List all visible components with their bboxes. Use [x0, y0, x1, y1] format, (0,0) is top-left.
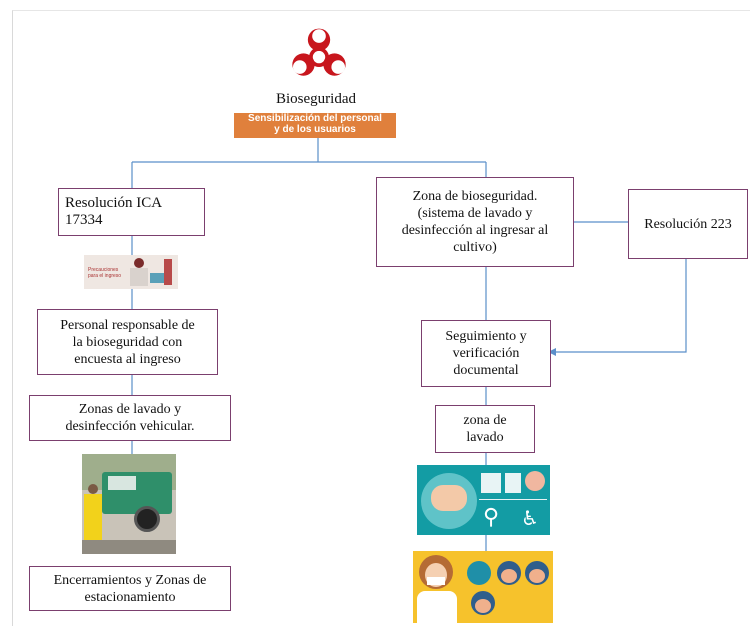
towel-icon	[505, 473, 521, 493]
worker-raincoat	[84, 494, 102, 540]
worker-head	[88, 484, 98, 494]
doctor-illustration	[413, 551, 553, 623]
wheelchair-icon: ♿	[521, 506, 539, 530]
hands-item	[150, 273, 164, 283]
face-dot	[475, 599, 491, 613]
person-body	[130, 268, 148, 286]
face-dot	[501, 569, 517, 583]
dispenser-icon	[481, 473, 501, 493]
virus-circle-icon	[467, 561, 491, 585]
face-dot	[529, 569, 545, 583]
thumbnail-caption: Precauciones para el ingreso	[88, 267, 122, 279]
diagram-frame	[12, 10, 750, 626]
person-head	[134, 258, 144, 268]
curtain-item	[164, 259, 172, 285]
doctor-coat	[417, 591, 457, 623]
resolucion-223-box: Resolución 223	[628, 189, 748, 259]
truck-wash-photo	[82, 454, 176, 554]
doctor-mask	[427, 577, 445, 585]
resolucion-ica-box: Resolución ICA 17334	[58, 188, 205, 236]
truck-window	[108, 476, 136, 490]
biohazard-icon	[292, 28, 346, 76]
encerramientos-box: Encerramientos y Zonas de estacionamient…	[29, 566, 231, 611]
connector-223-seguimiento	[553, 259, 687, 353]
ground	[82, 540, 176, 554]
hands-shape	[431, 485, 467, 511]
sensibilizacion-banner: Sensibilización del personal y de los us…	[234, 113, 396, 138]
personal-responsable-box: Personal responsable de la bioseguridad …	[37, 309, 218, 375]
zona-bioseguridad-box: Zona de bioseguridad. (sistema de lavado…	[376, 177, 574, 267]
divider-line	[479, 499, 547, 500]
restroom-icon: ⚲	[483, 505, 500, 530]
diagram-title: Bioseguridad	[276, 91, 356, 107]
person-avatar-icon	[525, 471, 545, 491]
zonas-lavado-vehicular-box: Zonas de lavado y desinfección vehicular…	[29, 395, 231, 441]
seguimiento-box: Seguimiento y verificación documental	[421, 320, 551, 387]
zona-lavado-box: zona de lavado	[435, 405, 535, 453]
precautions-thumbnail: Precauciones para el ingreso	[84, 255, 178, 289]
handwash-illustration: ⚲ ♿	[417, 465, 550, 535]
arrowhead	[548, 348, 556, 356]
truck-wheel	[134, 506, 160, 532]
